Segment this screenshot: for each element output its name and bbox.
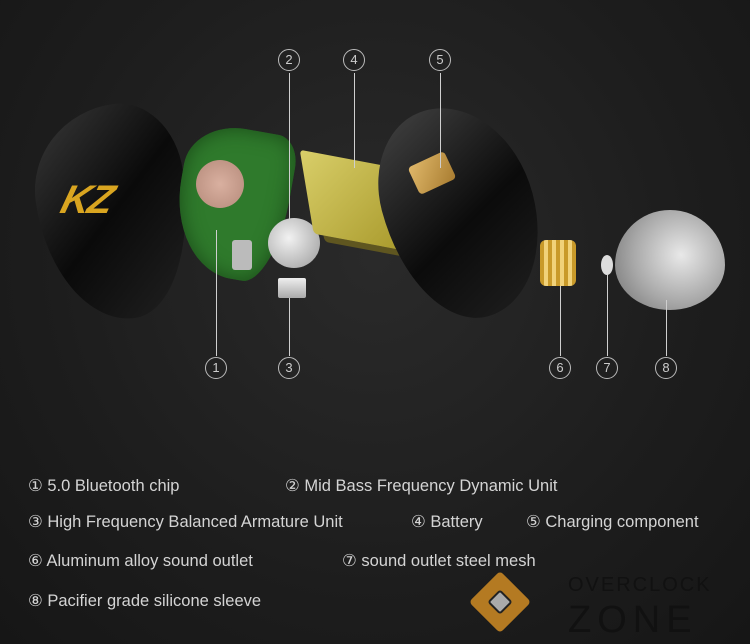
watermark-line1: OVERCLOCK — [568, 574, 712, 596]
leader-line — [289, 298, 290, 356]
leader-line — [216, 230, 217, 356]
legend-item: ① 5.0 Bluetooth chip — [28, 477, 180, 495]
leader-line — [666, 300, 667, 356]
legend-item: ④ Battery — [411, 513, 483, 531]
pcb-copper-pad — [196, 160, 244, 208]
callout-3: 3 — [278, 357, 300, 379]
callout-7: 7 — [596, 357, 618, 379]
balanced-armature — [278, 278, 306, 298]
legend-item: ⑤ Charging component — [526, 513, 699, 531]
callout-6: 6 — [549, 357, 571, 379]
leader-line — [289, 73, 290, 221]
watermark-line2: ZONE — [568, 599, 698, 641]
earphone-inner-shell — [359, 89, 561, 336]
callout-4: 4 — [343, 49, 365, 71]
callout-5: 5 — [429, 49, 451, 71]
leader-line — [354, 73, 355, 168]
silicone-ear-tip — [615, 210, 725, 310]
leader-line — [440, 73, 441, 168]
callout-1: 1 — [205, 357, 227, 379]
pcb-connector — [232, 240, 252, 270]
leader-line — [607, 275, 608, 356]
legend-item: ⑥ Aluminum alloy sound outlet — [28, 552, 253, 570]
aluminum-sound-outlet — [540, 240, 576, 286]
callout-8: 8 — [655, 357, 677, 379]
dynamic-driver — [268, 218, 320, 268]
legend-item: ② Mid Bass Frequency Dynamic Unit — [285, 477, 558, 495]
legend-item: ⑦ sound outlet steel mesh — [342, 552, 536, 570]
callout-2: 2 — [278, 49, 300, 71]
steel-mesh — [601, 255, 613, 275]
legend-item: ③ High Frequency Balanced Armature Unit — [28, 513, 343, 531]
leader-line — [560, 286, 561, 356]
legend-item: ⑧ Pacifier grade silicone sleeve — [28, 592, 262, 610]
earphone-shell-faceplate — [23, 95, 203, 330]
